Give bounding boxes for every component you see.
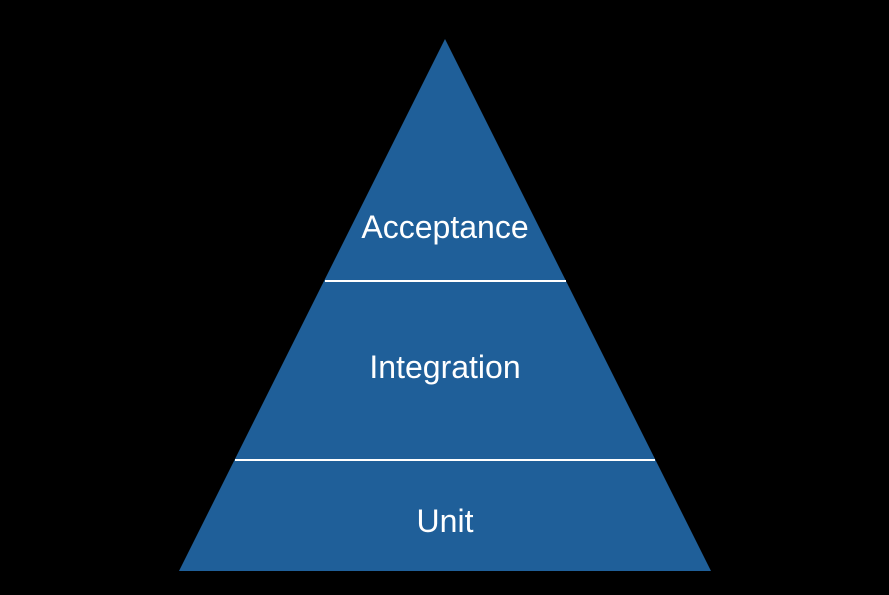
tier-label-integration: Integration [369,349,520,385]
pyramid-shape [179,39,711,571]
tier-label-unit: Unit [417,503,474,539]
tier-label-acceptance: Acceptance [361,209,528,245]
